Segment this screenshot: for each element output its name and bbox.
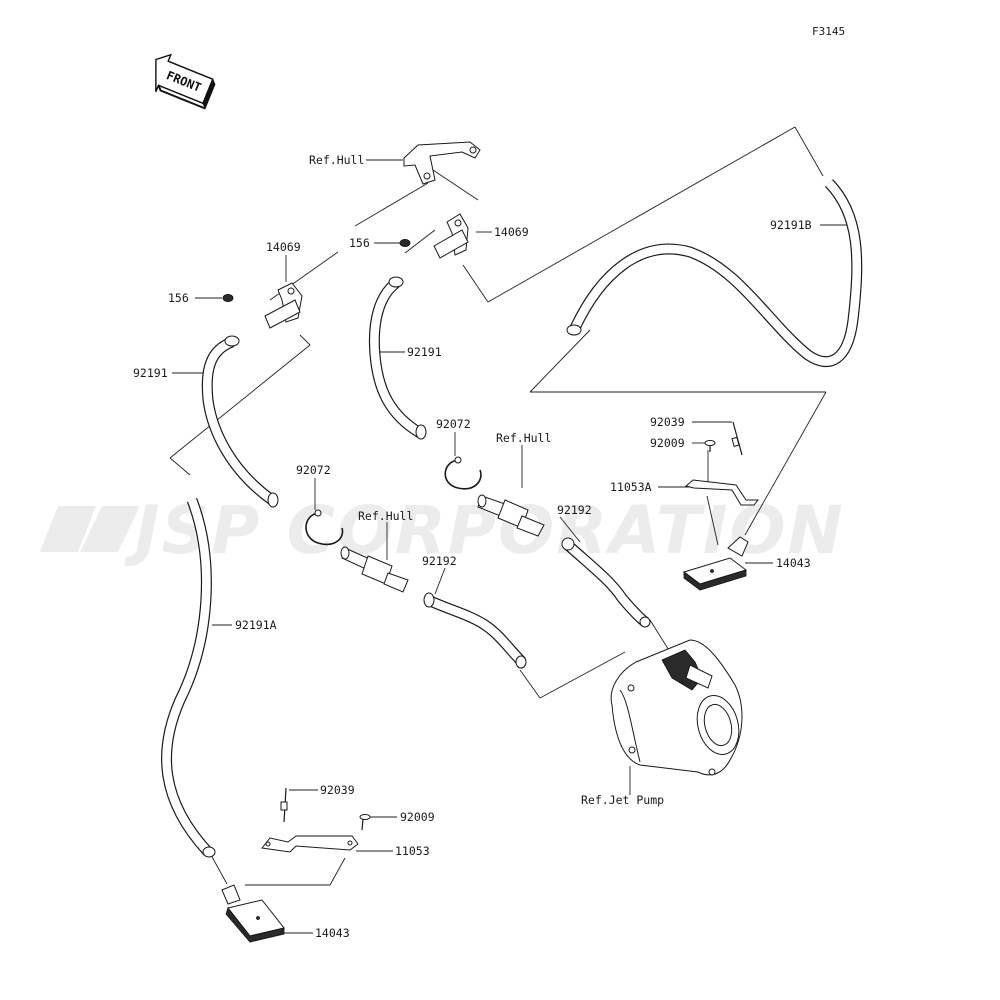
label-92072-right: 92072 [436, 417, 471, 431]
clamp-14069-left [264, 282, 303, 329]
label-ref-hull-mid: Ref.Hull [358, 509, 413, 523]
strainer-14043-right [682, 536, 749, 591]
hull-fitting-mid [340, 546, 409, 593]
bolt-156-left [222, 293, 234, 302]
label-92009-bottom: 92009 [400, 810, 435, 824]
front-arrow-icon: FRONT [155, 53, 216, 110]
diagram-code: F3145 [812, 25, 845, 38]
label-92191-mid: 92191 [407, 345, 442, 359]
clip-92072-right [444, 456, 482, 490]
label-92009-right: 92009 [650, 436, 685, 450]
rivet-92009-bottom [359, 814, 371, 831]
watermark-logo-mark [40, 506, 96, 552]
label-92191-left: 92191 [133, 366, 168, 380]
part-labels: Ref.Hull 14069 156 156 14069 92191 92191… [133, 153, 812, 940]
leader-lines [169, 126, 850, 934]
label-92072-left: 92072 [296, 463, 331, 477]
label-92192-right: 92192 [557, 503, 592, 517]
label-11053A: 11053A [610, 480, 652, 494]
label-14069-left: 14069 [266, 240, 301, 254]
watermark-logo-mark-2 [80, 506, 140, 552]
label-ref-jet-pump: Ref.Jet Pump [581, 793, 664, 807]
pin-92039-right [731, 421, 743, 456]
label-ref-hull-right: Ref.Hull [496, 431, 551, 445]
cover-11053 [261, 835, 359, 853]
label-92039-bottom: 92039 [320, 783, 355, 797]
label-14043-right: 14043 [776, 556, 811, 570]
label-156-right: 156 [349, 236, 370, 250]
label-92192-mid: 92192 [422, 554, 457, 568]
label-11053: 11053 [395, 844, 430, 858]
rivet-92009-right [704, 440, 716, 452]
clip-92072-left [305, 509, 344, 546]
clamp-14069-right [433, 213, 469, 259]
hoses [161, 179, 863, 858]
label-92191A: 92191A [235, 618, 277, 632]
label-14043-bottom: 14043 [315, 926, 350, 940]
label-92191B: 92191B [770, 218, 812, 232]
label-14069-right: 14069 [494, 225, 529, 239]
cover-11053A [684, 479, 760, 506]
hull-fitting-right [477, 494, 545, 537]
label-92039-right: 92039 [650, 415, 685, 429]
label-ref-hull-top: Ref.Hull [309, 153, 364, 167]
bolt-156-right [399, 238, 411, 247]
jet-pump [610, 639, 743, 776]
strainer-14043-bottom [221, 884, 285, 943]
label-156-left: 156 [168, 291, 189, 305]
pin-92039-bottom [280, 787, 288, 823]
hull-bracket [403, 141, 481, 185]
